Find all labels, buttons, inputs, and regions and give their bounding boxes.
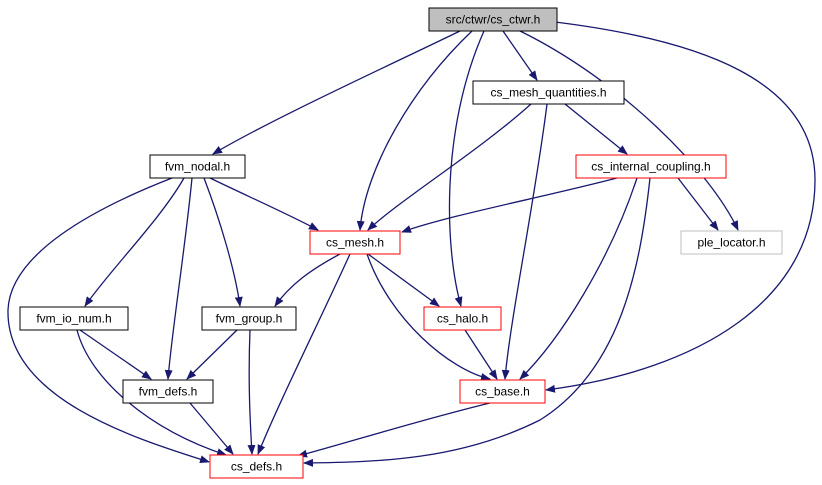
node-box-ple [680,230,783,255]
edge-mq-mesh [367,103,532,231]
node-ionum[interactable]: fvm_io_num.h [19,306,129,331]
node-box-ic [575,154,727,179]
edge-fdefs-defs [189,402,234,455]
node-label-ple: ple_locator.h [697,236,765,250]
edge-root-ple [519,30,739,231]
edge-ic-defs [303,177,651,467]
node-label-group: fvm_group.h [216,312,283,326]
edge-halo-base [464,329,498,380]
edge-ic-mesh [401,177,618,233]
edge-nodal-defs [7,177,210,464]
edge-mesh-defs [257,253,351,455]
edge-nodal-fdefs [164,177,193,380]
edge-nodal-group [203,177,243,307]
node-mq[interactable]: cs_mesh_quantities.h [472,80,625,105]
node-box-halo [423,306,502,331]
edge-group-fdefs [186,329,238,380]
edge-root-mq [502,30,538,81]
node-label-halo: cs_halo.h [437,312,488,326]
edge-mesh-base [366,253,491,381]
edge-mq-ic [564,103,628,155]
node-base[interactable]: cs_base.h [459,379,546,404]
node-ic[interactable]: cs_internal_coupling.h [575,154,727,179]
node-label-ionum: fvm_io_num.h [36,312,111,326]
node-label-defs: cs_defs.h [231,460,282,474]
node-fdefs[interactable]: fvm_defs.h [122,379,214,404]
node-box-base [459,379,546,404]
node-label-root: src/ctwr/cs_ctwr.h [446,13,541,27]
edge-root-base [545,21,816,393]
node-box-nodal [149,154,246,179]
node-group[interactable]: fvm_group.h [201,306,297,331]
edge-root-mesh [356,30,473,231]
node-root: src/ctwr/cs_ctwr.h [428,7,558,32]
node-label-mq: cs_mesh_quantities.h [490,86,606,100]
node-box-mq [472,80,625,105]
node-label-fdefs: fvm_defs.h [139,385,198,399]
node-nodal[interactable]: fvm_nodal.h [149,154,246,179]
node-label-ic: cs_internal_coupling.h [591,160,710,174]
edge-nodal-mesh [209,177,319,231]
edge-mesh-group [274,253,341,307]
node-box-ionum [19,306,129,331]
edge-ionum-fdefs [79,329,152,380]
edge-mq-base [501,103,548,380]
node-label-base: cs_base.h [475,385,530,399]
node-mesh[interactable]: cs_mesh.h [309,230,401,255]
node-box-group [201,306,297,331]
edge-ic-base [519,177,638,380]
node-halo[interactable]: cs_halo.h [423,306,502,331]
node-defs[interactable]: cs_defs.h [209,454,304,479]
node-label-nodal: fvm_nodal.h [165,160,230,174]
node-box-root [428,7,558,32]
edge-base-defs [297,402,491,458]
edge-root-nodal [212,30,461,155]
edge-root-halo [448,30,485,307]
node-ple[interactable]: ple_locator.h [680,230,783,255]
node-box-mesh [309,230,401,255]
edge-ic-ple [677,177,719,231]
node-label-mesh: cs_mesh.h [326,236,384,250]
node-box-defs [209,454,304,479]
edge-mesh-halo [367,253,440,307]
node-box-fdefs [122,379,214,404]
edge-group-defs [247,329,256,455]
edge-nodal-ionum [84,177,185,307]
